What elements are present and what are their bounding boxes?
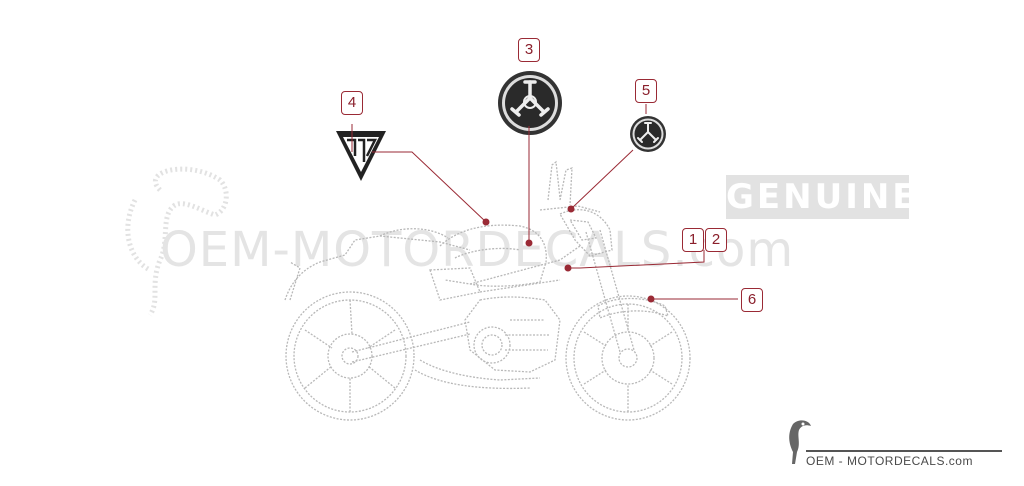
footer-bird-logo-icon xyxy=(789,420,811,464)
callout-5-dot xyxy=(567,205,575,213)
watermark-genuine-badge: GENUINE xyxy=(726,175,919,219)
callout-12-dot xyxy=(564,264,572,272)
callout-3-dot xyxy=(525,239,533,247)
footer-divider xyxy=(806,450,1002,452)
tuning-fork-emblem-small-icon xyxy=(630,116,666,152)
callout-4[interactable]: 4 xyxy=(341,91,363,115)
footer-brand-text: OEM - MOTORDECALS.com xyxy=(806,454,973,468)
callout-4-dot xyxy=(482,218,490,226)
tuning-fork-emblem-large-icon xyxy=(498,71,562,135)
callout-6-dot xyxy=(647,295,655,303)
callout-3[interactable]: 3 xyxy=(518,38,540,62)
callout-2[interactable]: 2 xyxy=(705,228,727,252)
callout-5[interactable]: 5 xyxy=(635,79,657,103)
callout-1[interactable]: 1 xyxy=(682,228,704,252)
callout-6[interactable]: 6 xyxy=(741,288,763,312)
